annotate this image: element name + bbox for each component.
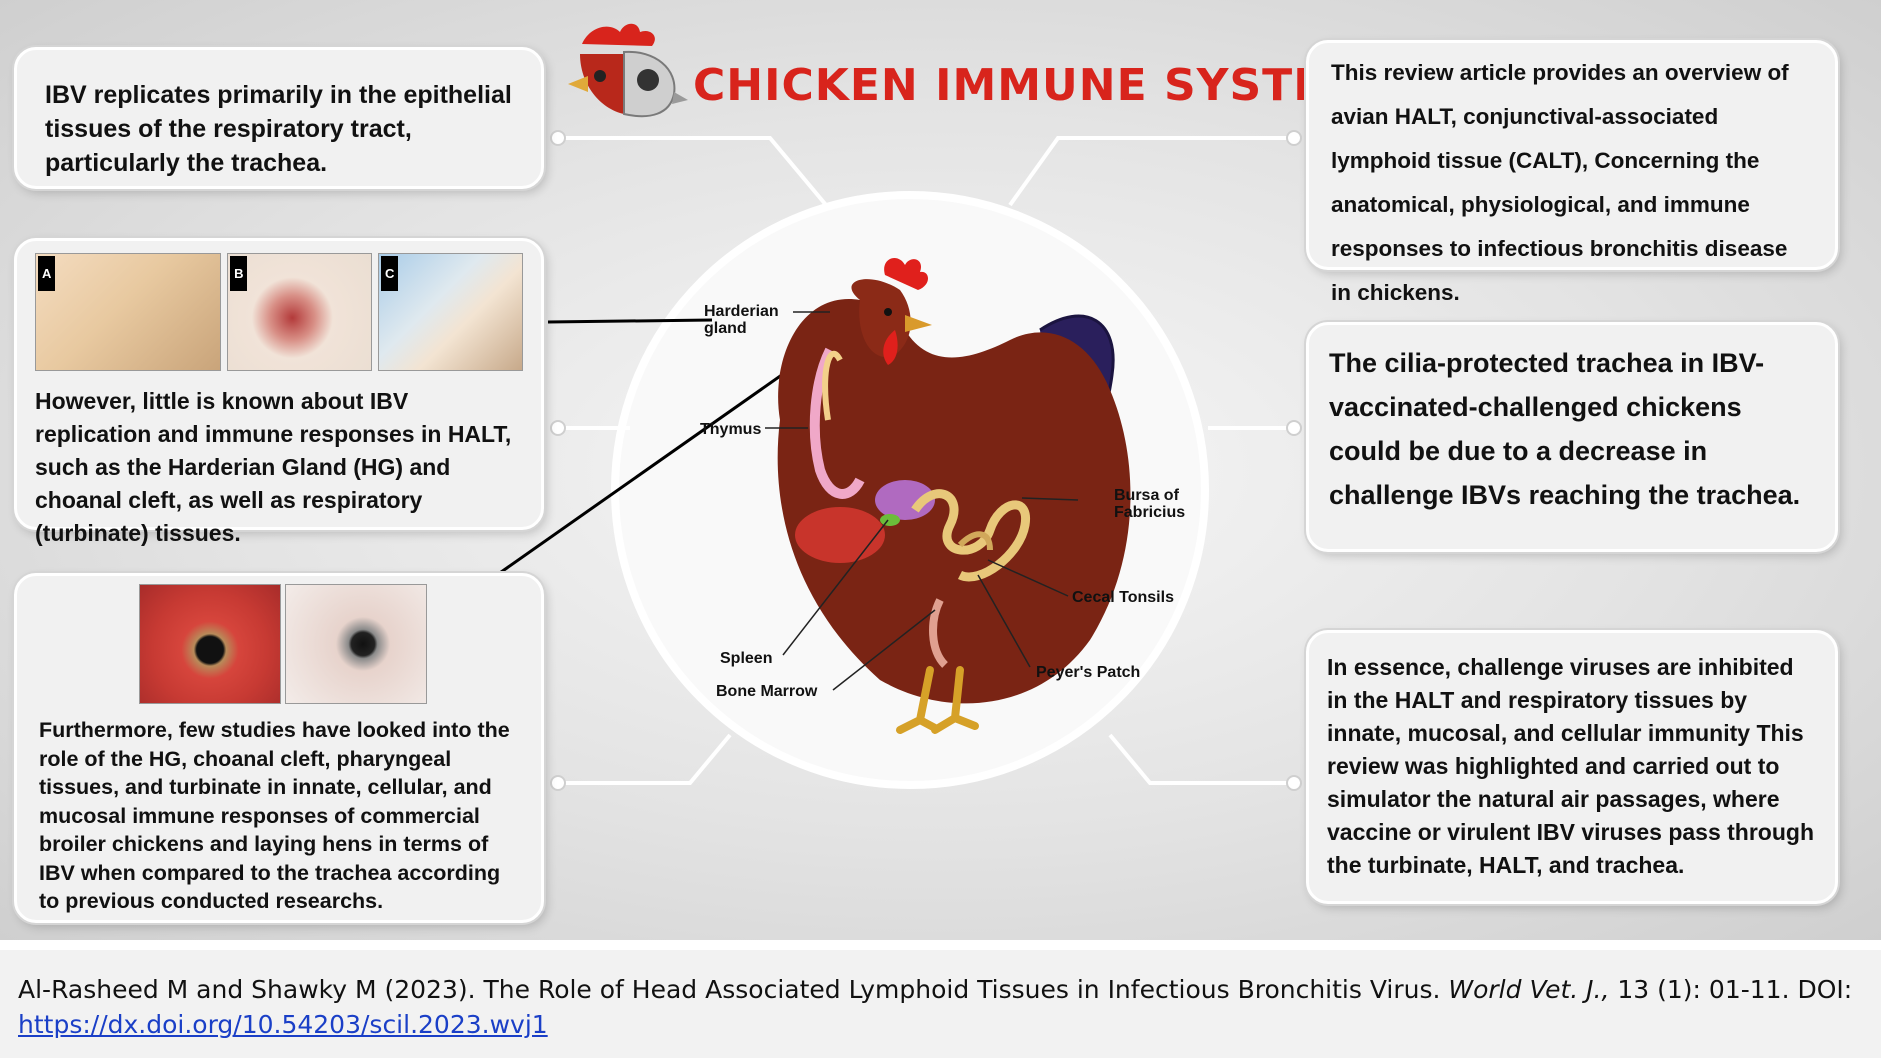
- citation-tail: 13 (1): 01-11. DOI:: [1609, 975, 1853, 1004]
- box-text: IBV replicates primarily in the epitheli…: [45, 81, 512, 177]
- rooster-skull-logo: [568, 23, 688, 118]
- label-line: Fabricius: [1114, 504, 1186, 521]
- label-line: gland: [704, 320, 747, 337]
- box-ibv-replication: IBV replicates primarily in the epitheli…: [14, 47, 544, 189]
- box-text: Furthermore, few studies have looked int…: [39, 718, 510, 913]
- page-title: CHICKEN IMMUNE SYSTEM: [693, 60, 1370, 111]
- box-halt-knowledge: A B C However, little is known about IBV…: [14, 238, 544, 546]
- label-harderian-gland: Harderian gland: [704, 303, 779, 337]
- connector-layer: [409, 130, 1302, 791]
- label-line: Bursa of: [1114, 487, 1179, 504]
- citation-bar: Al-Rasheed M and Shawky M (2023). The Ro…: [0, 950, 1881, 1058]
- title-block: CHICKEN IMMUNE SYSTEM: [560, 14, 1368, 134]
- photo-red-eye: [139, 584, 281, 704]
- label-bone-marrow: Bone Marrow: [716, 683, 818, 700]
- harderian-pointer-line: [547, 318, 713, 324]
- photo-tag: B: [230, 256, 248, 291]
- photo-choanal-cleft: B: [227, 253, 373, 371]
- box-review-overview: This review article provides an overview…: [1306, 40, 1838, 305]
- box-text: In essence, challenge viruses are inhibi…: [1327, 654, 1814, 878]
- photo-row-eyes: [139, 584, 519, 704]
- photo-tag: C: [381, 256, 399, 291]
- hen-illustration: [777, 257, 1131, 734]
- infographic: CHICKEN IMMUNE SYSTEM IBV replicates pri…: [0, 0, 1881, 940]
- label-thymus: Thymus: [700, 421, 762, 438]
- box-text: However, little is known about IBV repli…: [35, 388, 512, 546]
- photo-row-abc: A B C: [35, 253, 523, 371]
- label-peyers-patch: Peyer's Patch: [1036, 664, 1141, 681]
- label-line: Harderian: [704, 303, 779, 320]
- photo-chick-head: A: [35, 253, 222, 371]
- photo-tag: A: [38, 256, 56, 291]
- box-text: The cilia-protected trachea in IBV-vacci…: [1329, 348, 1801, 510]
- photo-white-eye: [285, 584, 427, 704]
- connector-lines: [558, 136, 1294, 785]
- label-bursa-of-fabricius: Bursa of Fabricius: [1114, 487, 1185, 521]
- citation-body: Al-Rasheed M and Shawky M (2023). The Ro…: [18, 975, 1449, 1004]
- label-cecal-tonsils: Cecal Tonsils: [1072, 589, 1174, 606]
- box-cilia-trachea: The cilia-protected trachea in IBV-vacci…: [1306, 322, 1838, 552]
- connector-dots: [550, 130, 1302, 791]
- box-text: This review article provides an overview…: [1331, 60, 1789, 305]
- anatomy-leaders: [765, 311, 1079, 691]
- box-hg-studies: Furthermore, few studies have looked int…: [14, 573, 544, 923]
- citation-text: Al-Rasheed M and Shawky M (2023). The Ro…: [18, 972, 1866, 1042]
- journal-name: World Vet. J.,: [1448, 975, 1610, 1004]
- doi-link[interactable]: https://dx.doi.org/10.54203/scil.2023.wv…: [18, 1010, 548, 1039]
- photo-dissection: C: [378, 253, 523, 371]
- label-spleen: Spleen: [720, 650, 773, 667]
- box-essence: In essence, challenge viruses are inhibi…: [1306, 630, 1838, 904]
